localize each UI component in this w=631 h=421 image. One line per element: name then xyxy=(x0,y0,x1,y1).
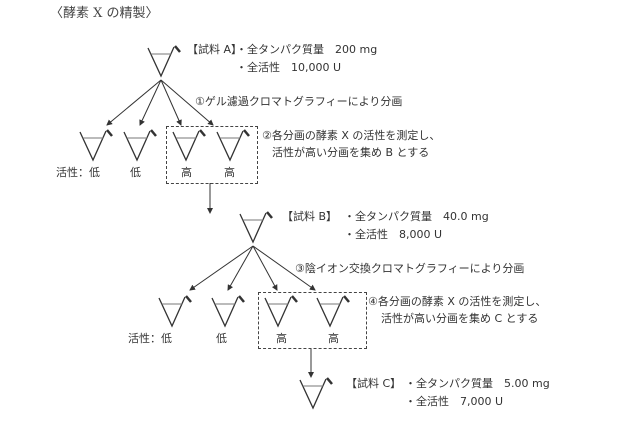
fraction-arrow-2-2 xyxy=(227,245,254,291)
diagram-title: 〈酵素 X の精製〉 xyxy=(50,6,159,21)
tube-sample-a xyxy=(147,45,181,78)
tube-sample-b xyxy=(239,211,273,244)
fraction-arrow-1-3 xyxy=(160,79,182,126)
sample-c-protein: ・全タンパク質量 5.00 mg xyxy=(405,377,550,390)
fraction-arrow-2-1 xyxy=(189,245,254,291)
step-2-line1: ②各分画の酵素 X の活性を測定し、 xyxy=(262,129,441,142)
fraction1-activity-3: 高 xyxy=(181,166,192,179)
fraction-arrow-1-2 xyxy=(139,79,162,126)
sample-a-label: 【試料 A】 xyxy=(187,43,243,56)
step-4-line1: ④各分画の酵素 X の活性を測定し、 xyxy=(368,295,547,308)
sample-c-activity: ・全活性 7,000 U xyxy=(405,395,504,408)
sample-a-protein: ・全タンパク質量 200 mg xyxy=(236,43,378,56)
sample-b-protein: ・全タンパク質量 40.0 mg xyxy=(344,210,489,223)
sample-b-activity: ・全活性 8,000 U xyxy=(344,228,443,241)
tube-fraction1-2 xyxy=(123,129,157,162)
sample-c-label: 【試料 C】 xyxy=(346,377,402,390)
step-4-line2: 活性が高い分画を集め C とする xyxy=(381,312,539,325)
fraction2-activity-2: 低 xyxy=(216,332,227,345)
tube-fraction1-1 xyxy=(79,129,113,162)
tube-fraction2-4 xyxy=(316,295,350,328)
fraction-arrow-1-1 xyxy=(106,79,162,126)
fraction2-activity-1: 活性：低 xyxy=(128,332,172,345)
tube-fraction1-4 xyxy=(216,129,250,162)
fraction1-activity-1: 活性：低 xyxy=(56,166,100,179)
fraction2-activity-4: 高 xyxy=(328,332,339,345)
sample-b-label: 【試料 B】 xyxy=(282,210,338,223)
tube-fraction2-1 xyxy=(158,295,192,328)
fraction-arrow-2-4 xyxy=(252,245,316,291)
step-2-line2: 活性が高い分画を集め B とする xyxy=(272,146,430,159)
selected-fractions-box-2 xyxy=(258,292,367,349)
sample-a-activity: ・全活性 10,000 U xyxy=(236,61,342,74)
fraction2-activity-3: 高 xyxy=(276,332,287,345)
fraction-arrow-2-3 xyxy=(252,245,278,291)
tube-fraction2-3 xyxy=(264,295,298,328)
step-1-text: ①ゲル濾過クロマトグラフィーにより分画 xyxy=(195,95,403,108)
tube-fraction1-3 xyxy=(172,129,206,162)
fraction-arrow-1-4 xyxy=(160,79,214,126)
tube-sample-c xyxy=(299,377,333,410)
fraction1-activity-2: 低 xyxy=(130,166,141,179)
tube-fraction2-2 xyxy=(211,295,245,328)
fraction1-activity-4: 高 xyxy=(224,166,235,179)
step-3-text: ③陰イオン交換クロマトグラフィーにより分画 xyxy=(295,262,525,275)
selected-fractions-box-1 xyxy=(166,126,258,184)
